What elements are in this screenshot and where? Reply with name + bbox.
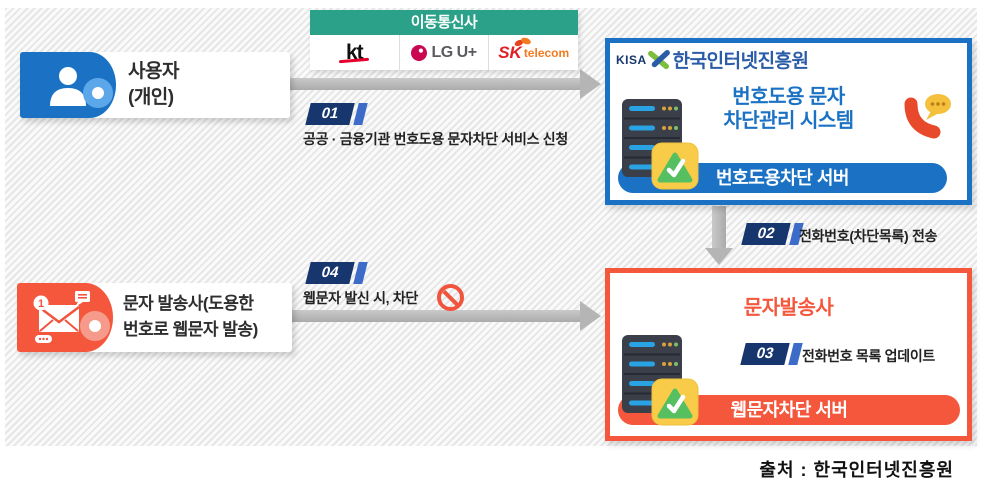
step-02-number: 02 bbox=[741, 223, 791, 245]
step-02-text: 전화번호(차단목록) 전송 bbox=[799, 228, 938, 244]
server-rack-check-icon bbox=[622, 99, 699, 190]
carrier-header: 이동통신사 bbox=[310, 10, 578, 35]
step-02-badge: 02 bbox=[741, 223, 804, 245]
sms-box-title: 문자발송사 bbox=[743, 297, 834, 319]
user-ring-ornament bbox=[83, 78, 113, 108]
user-label: 사용자 (개인) bbox=[128, 59, 179, 111]
carrier-logos: kt LG U+ SK telecom bbox=[310, 35, 578, 70]
kt-logo: kt bbox=[310, 35, 399, 70]
kisa-system-box: KISA 한국인터넷진흥원 번호도용 문자 차단관리 시스템 bbox=[605, 38, 972, 205]
sms-sender-box: 문자발송사 03 전화번호 목록 업데이트 웹문자차단 서버 bbox=[605, 268, 972, 441]
step-04-badge: 04 bbox=[305, 262, 368, 284]
prohibition-icon bbox=[437, 284, 464, 311]
sender-label-line2: 번호로 웹문자 발송) bbox=[123, 320, 258, 339]
sender-box: 1 문자 발송사(도용한 번호로 웹문자 발송) bbox=[17, 283, 292, 352]
user-label-line1: 사용자 bbox=[128, 61, 179, 82]
sk-telecom-logo: SK telecom bbox=[488, 35, 578, 70]
step-04-number: 04 bbox=[305, 262, 355, 284]
step-01-number: 01 bbox=[305, 103, 355, 125]
sender-label: 문자 발송사(도용한 번호로 웹문자 발송) bbox=[123, 291, 258, 343]
lg-uplus-logo: LG U+ bbox=[398, 35, 489, 70]
kisa-logo-text: KISA bbox=[616, 52, 647, 67]
step-04-text: 웹문자 발신 시, 차단 bbox=[303, 290, 418, 306]
server-rack-check-icon bbox=[622, 335, 699, 426]
step-03-number: 03 bbox=[740, 343, 790, 365]
user-label-line2: (개인) bbox=[128, 87, 174, 108]
kisa-x-mark-icon bbox=[647, 49, 670, 69]
user-box: 사용자 (개인) bbox=[20, 52, 290, 118]
step-03-text: 전화번호 목록 업데이트 bbox=[802, 348, 935, 364]
sk-butterfly-icon bbox=[514, 37, 531, 47]
sk-telecom-text: telecom bbox=[523, 45, 570, 60]
envelope-message-icon: 1 bbox=[33, 291, 90, 343]
kisa-title-line1: 번호도용 문자 bbox=[732, 86, 845, 108]
step-03-slash bbox=[788, 343, 803, 365]
arrow-sender-to-smsbox bbox=[292, 301, 601, 331]
lg-logo-text: LG U+ bbox=[431, 43, 477, 61]
step-01-text: 공공 · 금융기관 번호도용 문자차단 서비스 신청 bbox=[303, 131, 568, 147]
step-03-badge: 03 bbox=[740, 343, 803, 365]
svg-text:1: 1 bbox=[38, 298, 44, 310]
phone-chat-icon bbox=[904, 94, 951, 139]
kisa-org-name: 한국인터넷진흥원 bbox=[672, 51, 809, 72]
kisa-logo: KISA 한국인터넷진흥원 bbox=[616, 46, 809, 73]
arrow-kisa-to-smsbox bbox=[705, 206, 733, 265]
arrow-user-to-kisa bbox=[290, 69, 601, 99]
source-caption: 출처 : 한국인터넷진흥원 bbox=[759, 460, 954, 480]
sender-ring-ornament bbox=[80, 311, 110, 341]
lg-face-icon bbox=[411, 44, 428, 61]
person-icon bbox=[50, 67, 86, 106]
sender-label-line1: 문자 발송사(도용한 bbox=[123, 294, 254, 313]
kisa-title-line2: 차단관리 시스템 bbox=[723, 110, 854, 132]
sk-logo-text: SK bbox=[498, 42, 522, 62]
carrier-box: 이동통신사 kt LG U+ SK telecom bbox=[310, 10, 578, 70]
kisa-system-title: 번호도용 문자 차단관리 시스템 bbox=[650, 85, 927, 133]
step-01-badge: 01 bbox=[305, 103, 368, 125]
